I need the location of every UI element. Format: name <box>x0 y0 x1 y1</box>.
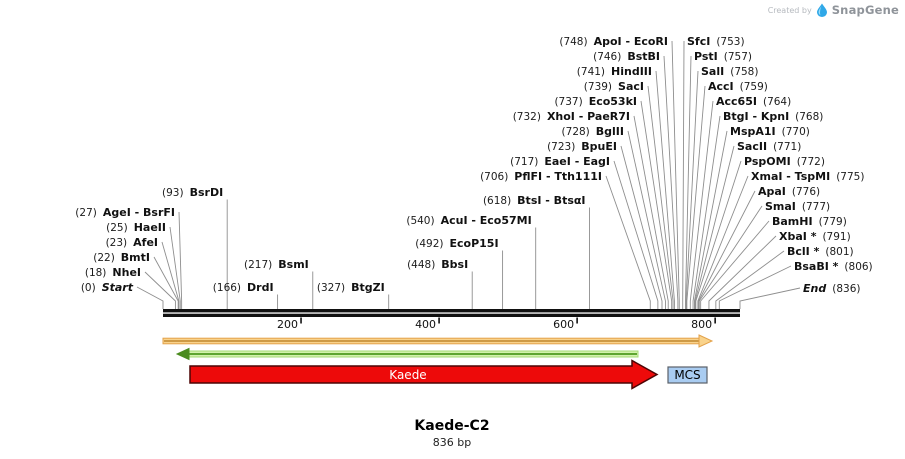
site-label-end[interactable]: End(836) <box>803 282 860 295</box>
site-label-btsi-bts-i[interactable]: (618)BtsI - BtsαI <box>483 194 586 207</box>
site-label-saci[interactable]: (739)SacI <box>584 80 644 93</box>
vector-span-arrow[interactable] <box>162 334 714 348</box>
leader-line-pspomi <box>695 160 742 309</box>
snapgene-attribution: Created by SnapGene <box>768 3 899 17</box>
kaede-feature-arrow-label: Kaede <box>389 368 426 382</box>
leader-line-xhoi-paer7i <box>633 115 669 309</box>
snapgene-brand-text: SnapGene <box>831 3 899 17</box>
leader-line-psti <box>685 55 692 309</box>
site-label-btgi-kpni[interactable]: BtgI - KpnI(768) <box>723 110 823 123</box>
site-label-apai[interactable]: ApaI(776) <box>758 185 820 198</box>
site-label-bglii[interactable]: (728)BglII <box>562 125 624 138</box>
site-label-acc65i[interactable]: Acc65I(764) <box>716 95 791 108</box>
site-label-xmai-tspmi[interactable]: XmaI - TspMI(775) <box>751 170 864 183</box>
leader-line-pflfi-tth111i <box>605 175 651 309</box>
leader-line-sfci <box>682 40 685 309</box>
site-label-acci[interactable]: AccI(759) <box>708 80 768 93</box>
site-label-apoi-ecori[interactable]: (748)ApoI - EcoRI <box>559 35 668 48</box>
leader-line-xmai-tspmi <box>697 175 749 309</box>
site-label-start[interactable]: (0)Start <box>81 281 134 294</box>
site-label-ecop15i[interactable]: (492)EcoP15I <box>415 237 498 250</box>
leader-line-bsabi <box>718 265 792 309</box>
mcs-feature-box[interactable]: MCS <box>667 366 708 384</box>
leader-line-saci <box>647 85 674 309</box>
site-label-eaei-eagi[interactable]: (717)EaeI - EagI <box>510 155 610 168</box>
leader-line-end <box>739 287 801 309</box>
site-label-xhoi-paer7i[interactable]: (732)XhoI - PaeR7I <box>513 110 630 123</box>
site-label-bsrdi[interactable]: (93)BsrDI <box>162 186 223 199</box>
site-label-pflfi-tth111i[interactable]: (706)PflFI - Tth111I <box>480 170 602 183</box>
site-label-psti[interactable]: PstI(757) <box>694 50 752 63</box>
map-title: Kaede-C2 <box>414 418 490 434</box>
leader-line-mspa1i <box>693 130 728 309</box>
site-label-bamhi[interactable]: BamHI(779) <box>772 215 847 228</box>
site-label-afei[interactable]: (23)AfeI <box>106 236 158 249</box>
snapgene-drop-icon <box>816 3 827 17</box>
kaede-feature-arrow[interactable]: Kaede <box>189 359 659 390</box>
site-label-drdi[interactable]: (166)DrdI <box>213 281 274 294</box>
leader-line-smai <box>698 205 763 309</box>
site-label-bstbi[interactable]: (746)BstBI <box>593 50 660 63</box>
site-label-sacii[interactable]: SacII(771) <box>737 140 801 153</box>
sequence-bar-divider <box>163 312 740 314</box>
leader-line-xbai <box>708 235 777 309</box>
site-label-agei-bsrfi[interactable]: (27)AgeI - BsrFI <box>75 206 175 219</box>
site-label-bpuei[interactable]: (723)BpuEI <box>547 140 617 153</box>
mcs-feature-box-label: MCS <box>674 368 700 382</box>
leader-line-hindiii <box>655 70 675 309</box>
leader-line-start <box>136 286 164 309</box>
leader-line-haeii <box>169 226 181 309</box>
site-label-haeii[interactable]: (25)HaeII <box>106 221 166 234</box>
leader-line-acci <box>686 85 706 309</box>
map-length: 836 bp <box>432 436 472 449</box>
site-label-bbsi[interactable]: (448)BbsI <box>407 258 468 271</box>
leader-line-agei-bsrfi <box>178 211 183 309</box>
leader-line-bpuei <box>620 145 663 309</box>
leader-line-bglii <box>627 130 666 309</box>
site-label-xbai[interactable]: XbaI *(791) <box>779 230 851 243</box>
leader-line-btgi-kpni <box>692 115 721 309</box>
reverse-span-arrow[interactable] <box>175 347 639 361</box>
site-label-sali[interactable]: SalI(758) <box>701 65 758 78</box>
leader-line-sali <box>685 70 699 309</box>
leader-line-apai <box>698 190 756 309</box>
leader-line-afei <box>161 241 180 309</box>
leader-line-apoi-ecori <box>671 40 680 309</box>
site-label-btgzi[interactable]: (327)BtgZI <box>317 281 385 294</box>
leader-line-bamhi <box>700 220 770 309</box>
site-label-bsmi[interactable]: (217)BsmI <box>244 258 309 271</box>
map-footer: Kaede-C2 836 bp <box>414 418 489 449</box>
ruler-number-400: 400 <box>415 318 436 331</box>
leader-line-sacii <box>694 145 735 309</box>
leader-line-eaei-eagi <box>613 160 659 309</box>
site-label-pspomi[interactable]: PspOMI(772) <box>744 155 825 168</box>
leader-line-acc65i <box>689 100 714 309</box>
leader-line-bstbi <box>663 55 679 309</box>
site-label-sfci[interactable]: SfcI(753) <box>687 35 745 48</box>
leader-line-bmti <box>153 256 179 309</box>
site-label-bmti[interactable]: (22)BmtI <box>93 251 150 264</box>
site-label-eco53ki[interactable]: (737)Eco53kI <box>554 95 637 108</box>
site-label-bsabi[interactable]: BsaBI *(806) <box>794 260 873 273</box>
site-label-acui-eco57mi[interactable]: (540)AcuI - Eco57MI <box>406 214 531 227</box>
leader-line-bcli <box>715 250 785 309</box>
leader-line-nhei <box>144 271 176 309</box>
site-label-nhei[interactable]: (18)NheI <box>85 266 141 279</box>
site-label-hindiii[interactable]: (741)HindIII <box>577 65 652 78</box>
site-label-smai[interactable]: SmaI(777) <box>765 200 830 213</box>
site-label-mspa1i[interactable]: MspA1I(770) <box>730 125 810 138</box>
ruler-number-600: 600 <box>553 318 574 331</box>
ruler-number-200: 200 <box>277 318 298 331</box>
ruler-number-800: 800 <box>691 318 712 331</box>
created-by-text: Created by <box>767 5 812 15</box>
leader-line-eco53ki <box>640 100 673 309</box>
site-label-bcli[interactable]: BclI *(801) <box>787 245 854 258</box>
